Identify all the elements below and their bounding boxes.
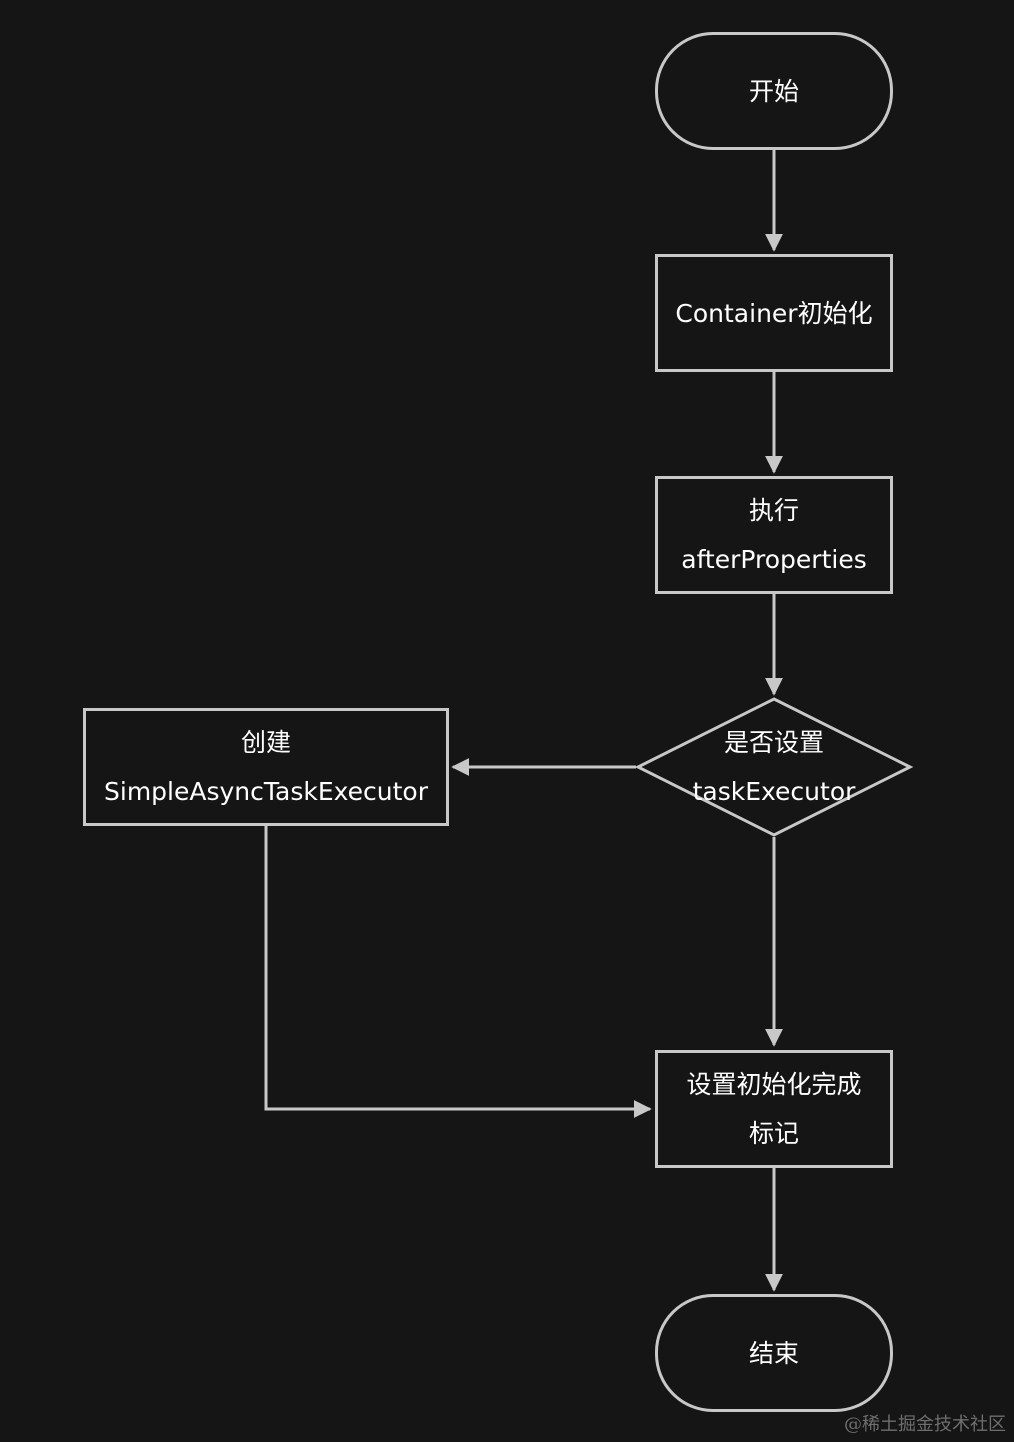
end-node: 结束 [655, 1294, 893, 1412]
set-flag-line1: 设置初始化完成 [686, 1070, 862, 1099]
container-init-node: Container初始化 [655, 254, 893, 372]
decision-diamond [634, 697, 914, 837]
create-executor-node: 创建 SimpleAsyncTaskExecutor [83, 708, 449, 826]
exec-after-properties-node: 执行 afterProperties [655, 476, 893, 594]
end-label: 结束 [748, 1338, 799, 1368]
exec-after-line1: 执行 [748, 496, 799, 525]
set-init-flag-node: 设置初始化完成 标记 [655, 1050, 893, 1168]
start-node: 开始 [655, 32, 893, 150]
create-executor-line2: SimpleAsyncTaskExecutor [104, 777, 428, 806]
create-executor-line1: 创建 [240, 728, 291, 757]
exec-after-line2: afterProperties [681, 545, 867, 574]
set-flag-line2: 标记 [748, 1119, 799, 1148]
decision-line1: 是否设置 [723, 728, 824, 757]
watermark: @稀土掘金技术社区 [844, 1414, 1006, 1435]
arrow-create-to-set-flag [264, 826, 652, 1118]
container-init-label: Container初始化 [675, 298, 873, 328]
decision-line2: taskExecutor [692, 777, 856, 806]
decision-node-label: 是否设置 taskExecutor [636, 697, 912, 837]
start-label: 开始 [748, 76, 799, 106]
